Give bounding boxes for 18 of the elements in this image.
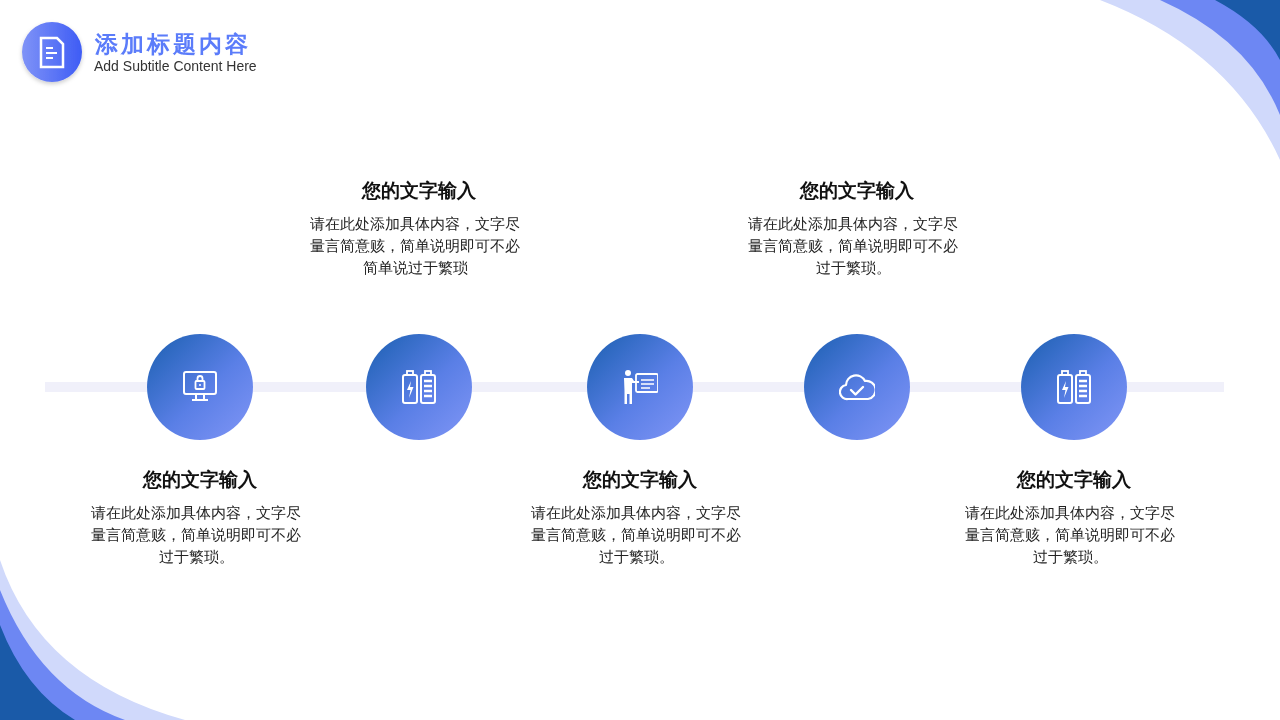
slide-title: 添加标题内容 <box>95 30 251 59</box>
slide-subtitle: Add Subtitle Content Here <box>94 58 257 74</box>
connector-line <box>693 382 804 392</box>
item-description: 请在此处添加具体内容，文字尽量言简意赅，简单说明即可不必过于繁琐。 <box>530 503 742 568</box>
item-heading: 您的文字输入 <box>141 467 258 492</box>
item-description: 请在此处添加具体内容，文字尽量言简意赅，简单说明即可不必过于繁琐。 <box>90 503 302 568</box>
item-heading: 您的文字输入 <box>360 178 477 203</box>
item-heading: 您的文字输入 <box>1015 467 1132 492</box>
item-description: 请在此处添加具体内容，文字尽量言简意赅，简单说明即可不必简单说过于繁琐 <box>309 214 521 279</box>
item-description: 请在此处添加具体内容，文字尽量言简意赅，简单说明即可不必过于繁琐。 <box>964 503 1176 568</box>
item-heading: 您的文字输入 <box>581 467 698 492</box>
item-heading: 您的文字输入 <box>798 178 915 203</box>
connector-line <box>45 382 147 392</box>
item-description: 请在此处添加具体内容，文字尽量言简意赅，简单说明即可不必过于繁琐。 <box>747 214 959 279</box>
connector-line <box>253 382 366 392</box>
connector-line <box>1127 382 1224 392</box>
connector-line <box>472 382 587 392</box>
connector-line <box>910 382 1021 392</box>
